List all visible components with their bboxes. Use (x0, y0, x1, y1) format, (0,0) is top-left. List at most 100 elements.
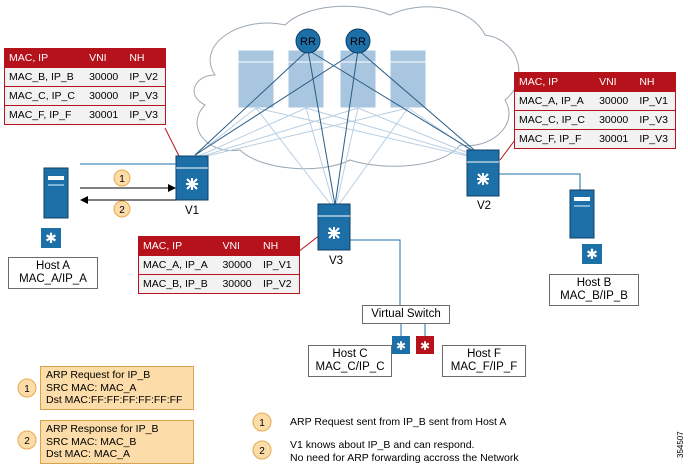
arrow-marker-2 (113, 200, 131, 218)
table-cell: IP_V2 (125, 67, 166, 87)
virtual-switch-box: Virtual Switch (362, 305, 450, 324)
host-f-name: Host F (467, 348, 501, 360)
host-b-name: Host B (576, 277, 612, 289)
v2-switch-label: V2 (476, 200, 492, 212)
table-cell: MAC_B, IP_B (138, 274, 219, 294)
table-header: MAC, IP (514, 72, 596, 92)
spine-switch-4 (389, 49, 427, 109)
spine-switch-2 (287, 49, 325, 109)
rr-label-1: RR (300, 36, 316, 48)
legend-marker-2 (17, 430, 37, 450)
table-header: MAC, IP (4, 48, 86, 68)
note-marker-2-label: 2 (259, 446, 265, 457)
host-c-address: MAC_C/IP_C (315, 361, 385, 373)
v1-switch-icon (175, 155, 209, 201)
host-f-gear-icon (416, 336, 434, 354)
note-1: ARP Request sent from IP_B sent from Hos… (290, 416, 506, 429)
host-c-gear-glyph: ✱ (396, 339, 406, 353)
legend-line: SRC MAC: MAC_A (46, 381, 137, 394)
host-c-label: Host C MAC_C/IP_C (308, 345, 392, 377)
spine-switch-1 (237, 49, 275, 109)
legend-marker-1-label: 1 (24, 384, 30, 395)
table-cell: IP_V1 (635, 91, 676, 111)
table-header: NH (125, 48, 166, 68)
v3-switch-icon (317, 203, 351, 251)
legend-line: Dst MAC:FF:FF:FF:FF:FF:FF (46, 394, 183, 406)
table-cell: IP_V1 (259, 255, 300, 275)
v1-table-pointer (164, 127, 181, 159)
legend-line: ARP Response for IP_B (46, 423, 159, 435)
host-f-address: MAC_F/IP_F (450, 361, 518, 373)
v1-switch-label: V1 (184, 205, 200, 217)
rr-icon-1 (295, 28, 321, 54)
host-a-server-icon (43, 167, 69, 219)
v2-switch-icon (466, 149, 500, 197)
figure-id: 354507 (676, 431, 685, 458)
note-line: V1 knows about IP_B and can respond. (290, 439, 475, 451)
rr-label-2: RR (350, 36, 366, 48)
rr-links (194, 49, 481, 206)
host-b-link (499, 173, 581, 190)
table-cell: MAC_C, IP_C (514, 110, 596, 130)
arp-response-arrowhead (80, 196, 88, 204)
v3-vswitch-link (350, 239, 401, 306)
host-f-gear-glyph: ✱ (420, 339, 430, 353)
table-cell: IP_V2 (259, 274, 300, 294)
note-marker-1 (252, 412, 272, 432)
table-cell: MAC_A, IP_A (514, 91, 596, 111)
table-cell: 30001 (595, 129, 636, 149)
table-cell: IP_V3 (125, 105, 166, 125)
note-marker-2 (252, 440, 272, 460)
v3-switch-label: V3 (328, 255, 344, 267)
table-cell: 30000 (595, 110, 636, 130)
host-a-address: MAC_A/IP_A (19, 273, 87, 285)
table-header: NH (635, 72, 676, 92)
host-a-gear-glyph: ✱ (45, 230, 57, 246)
table-cell: 30000 (218, 274, 260, 294)
note-line: No need for ARP forwarding accross the N… (290, 451, 519, 464)
legend-arp-request: ARP Request for IP_B SRC MAC: MAC_A Dst … (40, 366, 194, 410)
host-a-gear-icon (41, 228, 61, 248)
table-header: VNI (85, 48, 126, 68)
table-cell: 30000 (85, 86, 126, 106)
note-2: V1 knows about IP_B and can respond. No … (290, 439, 519, 464)
table-cell: 30000 (595, 91, 636, 111)
arp-request-arrowhead (168, 184, 176, 192)
host-b-address: MAC_B/IP_B (560, 290, 628, 302)
host-b-gear-icon (582, 244, 602, 264)
fabric-links (189, 107, 486, 211)
table-header: VNI (595, 72, 636, 92)
table-cell: MAC_F, IP_F (514, 129, 596, 149)
host-b-server-icon (569, 189, 595, 239)
legend-line: SRC MAC: MAC_B (46, 435, 137, 448)
host-a-label: Host A MAC_A/IP_A (8, 257, 98, 289)
legend-marker-2-label: 2 (24, 436, 30, 447)
table-header: MAC, IP (138, 236, 219, 256)
arrow-marker-1 (113, 169, 131, 187)
table-cell: MAC_A, IP_A (138, 255, 219, 275)
host-a-name: Host A (36, 260, 70, 272)
host-c-name: Host C (332, 348, 368, 360)
table-cell: IP_V3 (635, 129, 676, 149)
table-cell: MAC_B, IP_B (4, 67, 86, 87)
legend-marker-1 (17, 378, 37, 398)
table-header: VNI (218, 236, 260, 256)
v2-table-pointer (499, 139, 516, 161)
host-b-gear-glyph: ✱ (586, 246, 598, 262)
note-marker-1-label: 1 (259, 418, 265, 429)
host-b-label: Host B MAC_B/IP_B (549, 274, 639, 306)
legend-arp-response: ARP Response for IP_B SRC MAC: MAC_B Dst… (40, 420, 194, 464)
table-header: NH (259, 236, 300, 256)
table-cell: MAC_F, IP_F (4, 105, 86, 125)
table-cell: 30000 (85, 67, 126, 87)
arrow-marker-1-label: 1 (119, 174, 125, 185)
host-f-label: Host F MAC_F/IP_F (442, 345, 526, 377)
table-cell: 30001 (85, 105, 126, 125)
v3-table-pointer (297, 234, 321, 253)
table-cell: IP_V3 (635, 110, 676, 130)
note-line: ARP Request sent from IP_B sent from Hos… (290, 416, 507, 428)
